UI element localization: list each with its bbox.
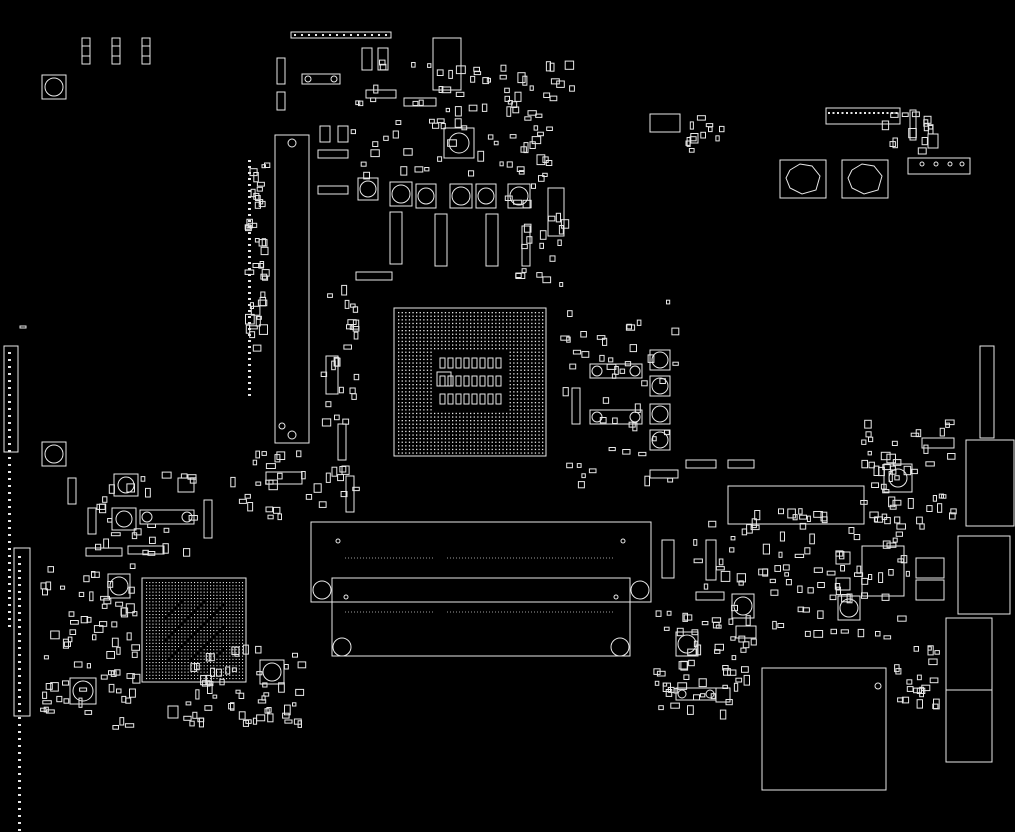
capacitor-array: [357, 177, 671, 451]
top-left-parts: [41, 37, 151, 100]
dimm-slot-upper: [310, 521, 652, 603]
dimm-slot-lower: [331, 577, 631, 657]
smd-pads: [8, 34, 957, 831]
long-connector-vertical: [274, 134, 310, 444]
bga-cpu: [393, 307, 547, 457]
io-connectors-right: [921, 345, 1015, 763]
top-right-parts: [779, 157, 971, 199]
edge-connectors-left: [3, 325, 67, 717]
top-center-parts: [276, 31, 939, 159]
right-center-parts: [661, 463, 945, 703]
ic-bottom-right: [761, 667, 887, 791]
